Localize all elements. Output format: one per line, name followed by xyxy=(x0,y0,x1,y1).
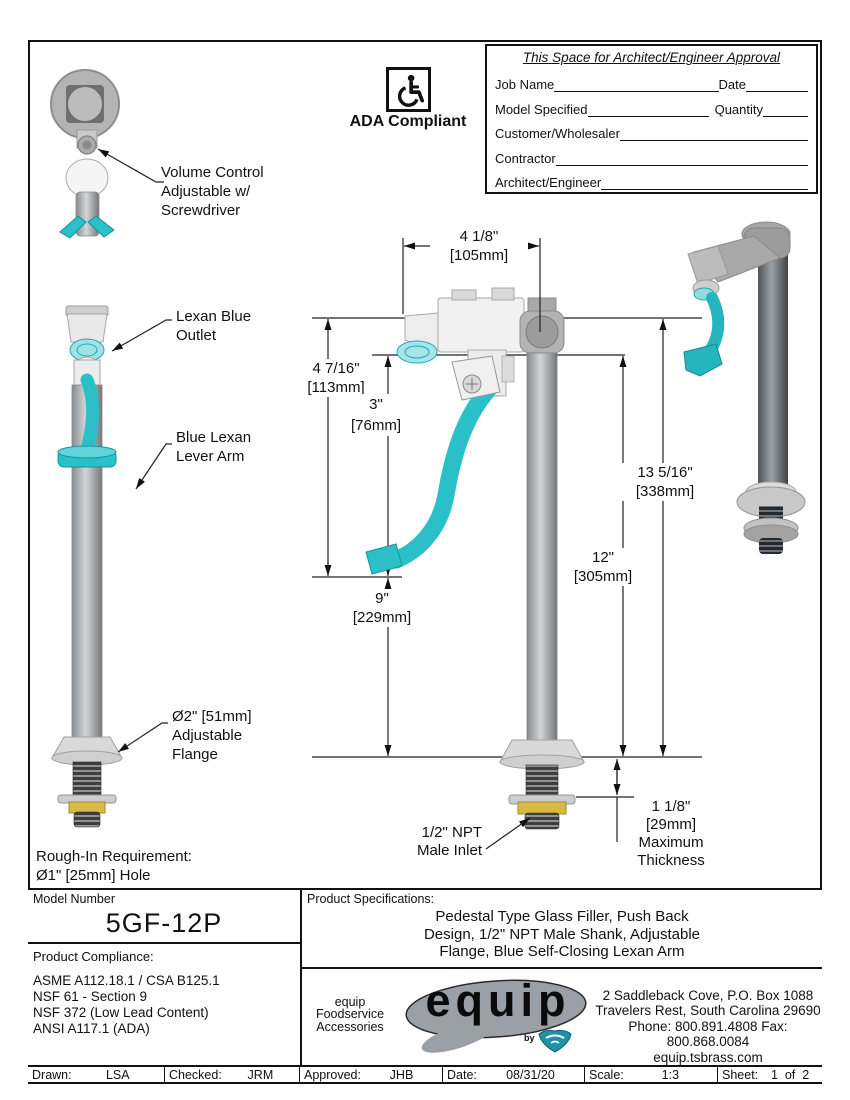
lexan-outlet-callout: Lexan Blue Outlet xyxy=(176,308,252,344)
approval-row-customer: Customer/Wholesaler xyxy=(495,117,808,142)
footer-checked: Checked: JRM xyxy=(165,1067,300,1082)
max-thickness-callout: 1 1/8" [29mm] Maximum Thickness xyxy=(637,798,705,869)
model-number-caption: Model Number xyxy=(33,892,115,906)
contractor-blank xyxy=(555,152,808,166)
quantity-label: Quantity xyxy=(714,101,763,117)
architect-blank xyxy=(601,176,808,191)
footer-scale: Scale: 1:3 xyxy=(585,1067,718,1082)
wheelchair-icon xyxy=(397,74,424,107)
drawn-value: LSA xyxy=(105,1067,130,1082)
scale-label: Scale: xyxy=(589,1067,624,1082)
checked-label: Checked: xyxy=(169,1067,222,1082)
compliance-item: NSF 372 (Low Lead Content) xyxy=(33,1005,209,1020)
date-label: Date: xyxy=(447,1067,477,1082)
title-block-right: Product Specifications: Pedestal Type Gl… xyxy=(302,890,822,1065)
ada-symbol-box xyxy=(386,67,431,112)
approval-row-job: Job Name Date xyxy=(495,68,808,93)
volume-control-callout: Volume Control Adjustable w/ Screwdriver xyxy=(161,164,264,219)
date-label: Date xyxy=(718,77,746,93)
architect-label: Architect/Engineer xyxy=(495,175,602,191)
equip-logo: equip by xyxy=(398,969,594,1066)
compliance-item: NSF 61 - Section 9 xyxy=(33,989,148,1004)
brand-cell: equip Foodservice Accessories equip by 2… xyxy=(302,969,822,1066)
dim-column-height-label: 12" [305mm] xyxy=(562,548,644,586)
dim-pedestal-label: 9" [229mm] xyxy=(344,589,420,627)
compliance-item: ANSI A117.1 (ADA) xyxy=(33,1021,150,1036)
model-number-cell: Model Number 5GF-12P xyxy=(28,890,300,944)
footer-drawn: Drawn: LSA xyxy=(28,1067,165,1082)
dim-lever-drop-label: 3" [76mm] xyxy=(342,394,410,436)
side-view-drawing xyxy=(365,287,585,830)
approval-title: This Space for Architect/Engineer Approv… xyxy=(522,50,781,65)
equip-logo-text: equip xyxy=(425,974,571,1026)
title-block-left: Model Number 5GF-12P Product Compliance:… xyxy=(28,890,302,1065)
title-block: Model Number 5GF-12P Product Compliance:… xyxy=(28,888,822,1065)
dim-head-height-label: 4 7/16" [113mm] xyxy=(291,359,381,397)
drawn-label: Drawn: xyxy=(32,1067,72,1082)
compliance-caption: Product Compliance: xyxy=(33,949,154,964)
job-name-blank xyxy=(554,78,719,93)
approval-row-contractor: Contractor xyxy=(495,141,808,166)
brand-tagline: equip Foodservice Accessories xyxy=(315,994,385,1034)
equip-logo-blob xyxy=(405,979,587,1053)
dim-width-label: 4 1/8" [105mm] xyxy=(430,227,528,265)
by-label: by xyxy=(524,1032,535,1043)
approved-label: Approved: xyxy=(304,1067,361,1082)
approved-value: JHB xyxy=(389,1067,414,1082)
footer-approved: Approved: JHB xyxy=(300,1067,443,1082)
scale-value: 1:3 xyxy=(661,1067,680,1082)
contractor-label: Contractor xyxy=(495,150,556,166)
date-value: 08/31/20 xyxy=(506,1067,555,1082)
footer-sheet: Sheet: 1 of 2 xyxy=(718,1067,822,1082)
customer-label: Customer/Wholesaler xyxy=(495,126,620,142)
job-name-label: Job Name xyxy=(495,77,555,93)
perspective-view-drawing xyxy=(683,221,806,554)
ts-brass-shield-icon xyxy=(538,1029,572,1053)
approval-box: This Space for Architect/Engineer Approv… xyxy=(485,44,818,194)
sheet-value: 1 of 2 xyxy=(770,1067,810,1082)
model-number-value: 5GF-12P xyxy=(105,908,223,938)
adjustable-flange-callout: Ø2" [51mm] Adjustable Flange xyxy=(172,708,252,763)
ada-compliant-label: ADA Compliant xyxy=(349,113,467,130)
footer-date: Date: 08/31/20 xyxy=(443,1067,585,1082)
rough-in-note: Rough-In Requirement: Ø1" [25mm] Hole xyxy=(36,848,192,884)
compliance-item: ASME A112.18.1 / CSA B125.1 xyxy=(33,973,220,988)
lever-arm-callout: Blue Lexan Lever Arm xyxy=(176,429,252,465)
dim-overall-height-label: 13 5/16" [338mm] xyxy=(620,463,710,501)
plan-view-drawing xyxy=(50,69,120,239)
date-blank xyxy=(746,78,808,93)
front-view-drawing xyxy=(51,305,123,828)
compliance-list: ASME A112.18.1 / CSA B125.1 NSF 61 - Sec… xyxy=(33,973,300,1037)
specifications-text: Pedestal Type Glass Filler, Push Back De… xyxy=(423,908,701,960)
specifications-cell: Product Specifications: Pedestal Type Gl… xyxy=(302,890,822,969)
model-specified-label: Model Specified xyxy=(495,101,588,117)
sheet-label: Sheet: xyxy=(722,1067,759,1082)
checked-value: JRM xyxy=(247,1067,274,1082)
approval-row-architect: Architect/Engineer xyxy=(495,166,808,191)
footer-strip: Drawn: LSA Checked: JRM Approved: JHB Da… xyxy=(28,1065,822,1084)
customer-blank xyxy=(620,127,808,142)
company-address: 2 Saddleback Cove, P.O. Box 1088 Travele… xyxy=(595,987,821,1065)
quantity-blank xyxy=(763,103,808,117)
specifications-caption: Product Specifications: xyxy=(307,892,435,906)
approval-row-model: Model Specified Quantity xyxy=(495,92,808,117)
male-inlet-callout: 1/2" NPT Male Inlet xyxy=(416,824,482,859)
model-specified-blank xyxy=(587,103,709,117)
compliance-cell: Product Compliance: ASME A112.18.1 / CSA… xyxy=(28,944,300,1065)
leader-lines xyxy=(97,148,541,850)
